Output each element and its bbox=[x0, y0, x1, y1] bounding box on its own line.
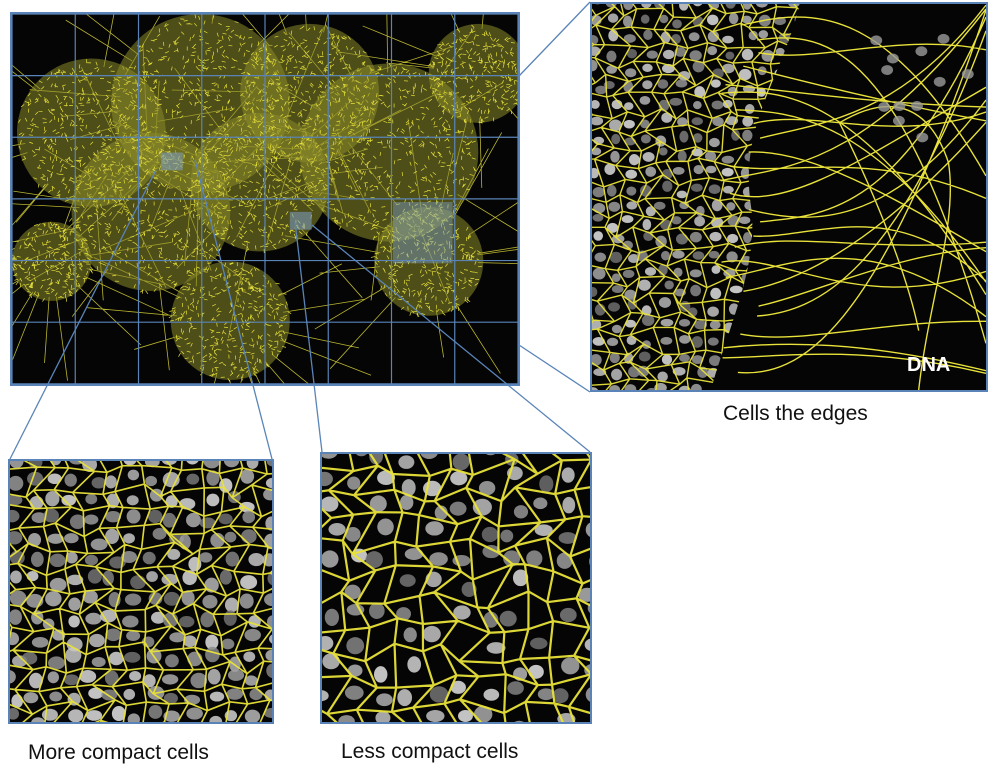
edges-inset-image: DNA bbox=[590, 2, 988, 392]
compact-cells-caption: More compact cells bbox=[28, 741, 209, 764]
overview-image bbox=[10, 12, 520, 386]
dna-stain-label: DNA bbox=[907, 354, 951, 376]
less-compact-cells-inset-image bbox=[320, 452, 592, 724]
compact-cells-inset-image bbox=[8, 459, 274, 724]
less-compact-cells-caption: Less compact cells bbox=[341, 740, 519, 763]
edges-caption: Cells the edges bbox=[723, 402, 868, 425]
